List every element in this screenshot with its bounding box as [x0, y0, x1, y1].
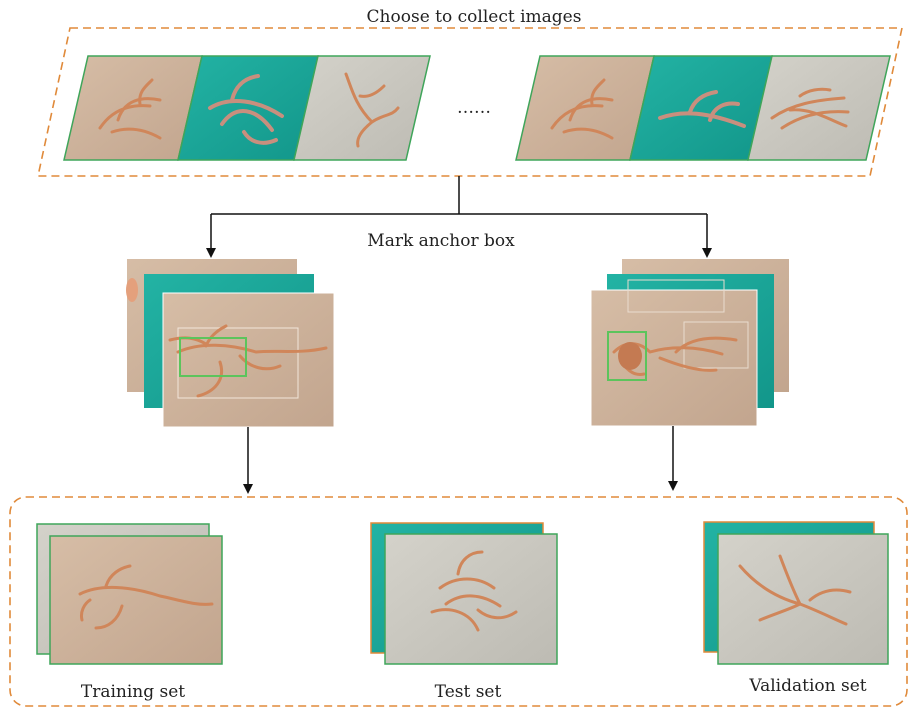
validation-set-stack [704, 522, 888, 664]
annotated-stack-left [126, 259, 334, 427]
validation-set-label: Validation set [748, 676, 866, 696]
annotated-stack-right [591, 259, 789, 426]
sample-image-6 [748, 56, 890, 160]
sample-image-3 [294, 56, 430, 160]
test-set-stack [371, 523, 557, 664]
mark-anchor-box-label: Mark anchor box [367, 231, 515, 251]
ellipsis-label: …… [457, 98, 491, 118]
training-set-label: Training set [81, 682, 185, 702]
training-set-stack [37, 524, 222, 664]
sample-image-5 [630, 56, 772, 160]
collect-images-label: Choose to collect images [367, 7, 582, 27]
test-set-label: Test set [435, 682, 502, 702]
